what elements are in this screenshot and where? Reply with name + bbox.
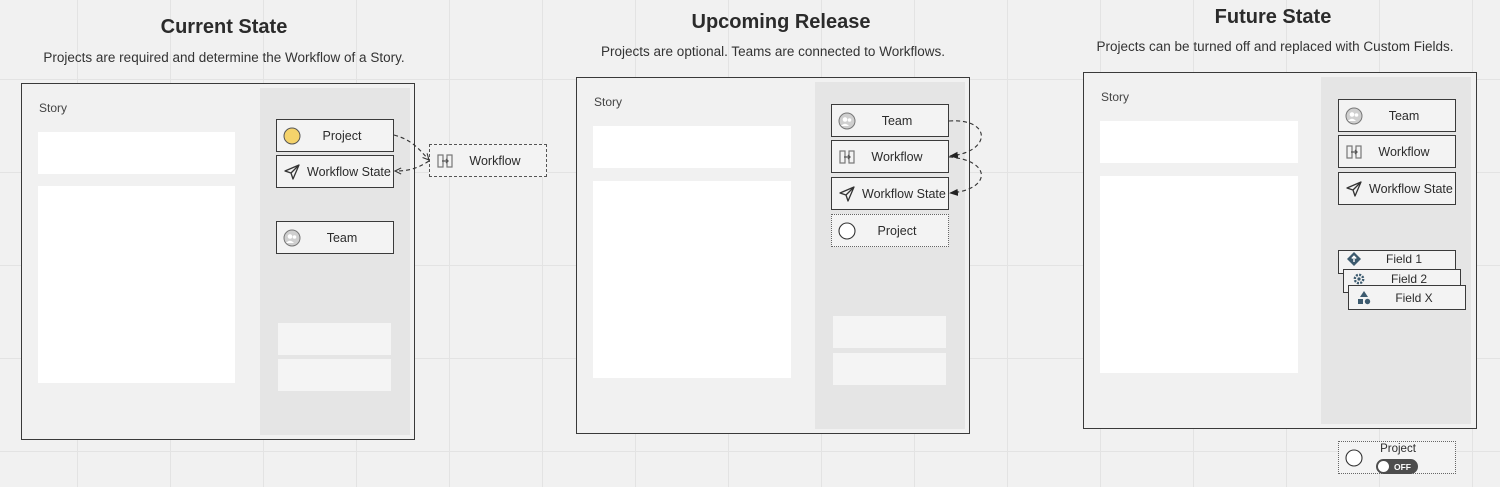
future-state-title: Future State [1214, 6, 1332, 28]
workflow-state-field[interactable]: Workflow State [276, 155, 394, 188]
workflow-state-field-label: Workflow State [862, 186, 946, 201]
toggle-knob [1378, 461, 1389, 472]
sidebar-placeholder-2 [278, 359, 391, 391]
workflow-state-field[interactable]: Workflow State [831, 177, 949, 210]
paper-plane-icon [1345, 180, 1363, 198]
story-description-block [1100, 176, 1298, 373]
story-title-block [38, 132, 235, 174]
team-field[interactable]: Team [276, 221, 394, 254]
future-state-subtitle: Projects can be turned off and replaced … [1096, 39, 1454, 54]
story-description-block [593, 181, 791, 378]
workflow-state-field-label: Workflow State [1369, 181, 1453, 196]
project-field[interactable]: Project [276, 119, 394, 152]
workflow-icon [1345, 143, 1363, 161]
diamond-arrow-icon [1345, 250, 1363, 268]
circle-icon [1345, 448, 1363, 467]
story-title-block [1100, 121, 1298, 163]
sidebar-placeholder-1 [833, 316, 946, 348]
circle-icon [838, 221, 856, 240]
team-avatar-icon [283, 229, 301, 247]
workflow-field[interactable]: Workflow [831, 140, 949, 173]
external-workflow-field-label: Workflow [469, 153, 521, 168]
team-avatar-icon [838, 112, 856, 130]
project-toggle-field-label: Project [1380, 443, 1416, 455]
custom-field-2[interactable]: Field 2 [1343, 269, 1461, 293]
workflow-icon [436, 152, 454, 170]
upcoming-release-subtitle: Projects are optional. Teams are connect… [601, 44, 945, 59]
custom-field-2-label: Field 2 [1390, 272, 1428, 286]
team-avatar-icon [1345, 107, 1363, 125]
workflow-state-field[interactable]: Workflow State [1338, 172, 1456, 205]
team-field-label: Team [1388, 108, 1420, 123]
team-field[interactable]: Team [831, 104, 949, 137]
current-state-subtitle: Projects are required and determine the … [43, 50, 405, 65]
story-label: Story [594, 95, 623, 109]
sidebar-placeholder-1 [278, 323, 391, 355]
workflow-field[interactable]: Workflow [1338, 135, 1456, 168]
sidebar-placeholder-2 [833, 353, 946, 385]
workflow-state-field-label: Workflow State [307, 164, 391, 179]
workflow-field-label: Workflow [871, 149, 923, 164]
custom-field-1-label: Field 1 [1385, 252, 1423, 266]
story-title-block [593, 126, 791, 168]
team-field-label: Team [881, 113, 913, 128]
team-field[interactable]: Team [1338, 99, 1456, 132]
shapes-icon [1355, 289, 1373, 307]
project-field-label: Project [877, 223, 917, 238]
story-label: Story [39, 101, 68, 115]
workflow-icon [838, 148, 856, 166]
story-description-block [38, 186, 235, 383]
gear-icon [1350, 270, 1368, 288]
upcoming-release-title: Upcoming Release [691, 11, 871, 33]
paper-plane-icon [838, 185, 856, 203]
paper-plane-icon [283, 163, 301, 181]
team-field-label: Team [326, 230, 358, 245]
story-label: Story [1101, 90, 1130, 104]
custom-field-x[interactable]: Field X [1348, 285, 1466, 310]
project-off-toggle[interactable]: OFF [1376, 459, 1418, 474]
circle-icon [283, 127, 301, 145]
external-workflow-field[interactable]: Workflow [429, 144, 547, 177]
toggle-state-label: OFF [1394, 461, 1411, 472]
current-state-title: Current State [160, 16, 288, 38]
custom-field-x-label: Field X [1395, 290, 1433, 305]
project-field[interactable]: Project [831, 214, 949, 247]
workflow-field-label: Workflow [1378, 144, 1430, 159]
project-field-label: Project [322, 128, 362, 143]
